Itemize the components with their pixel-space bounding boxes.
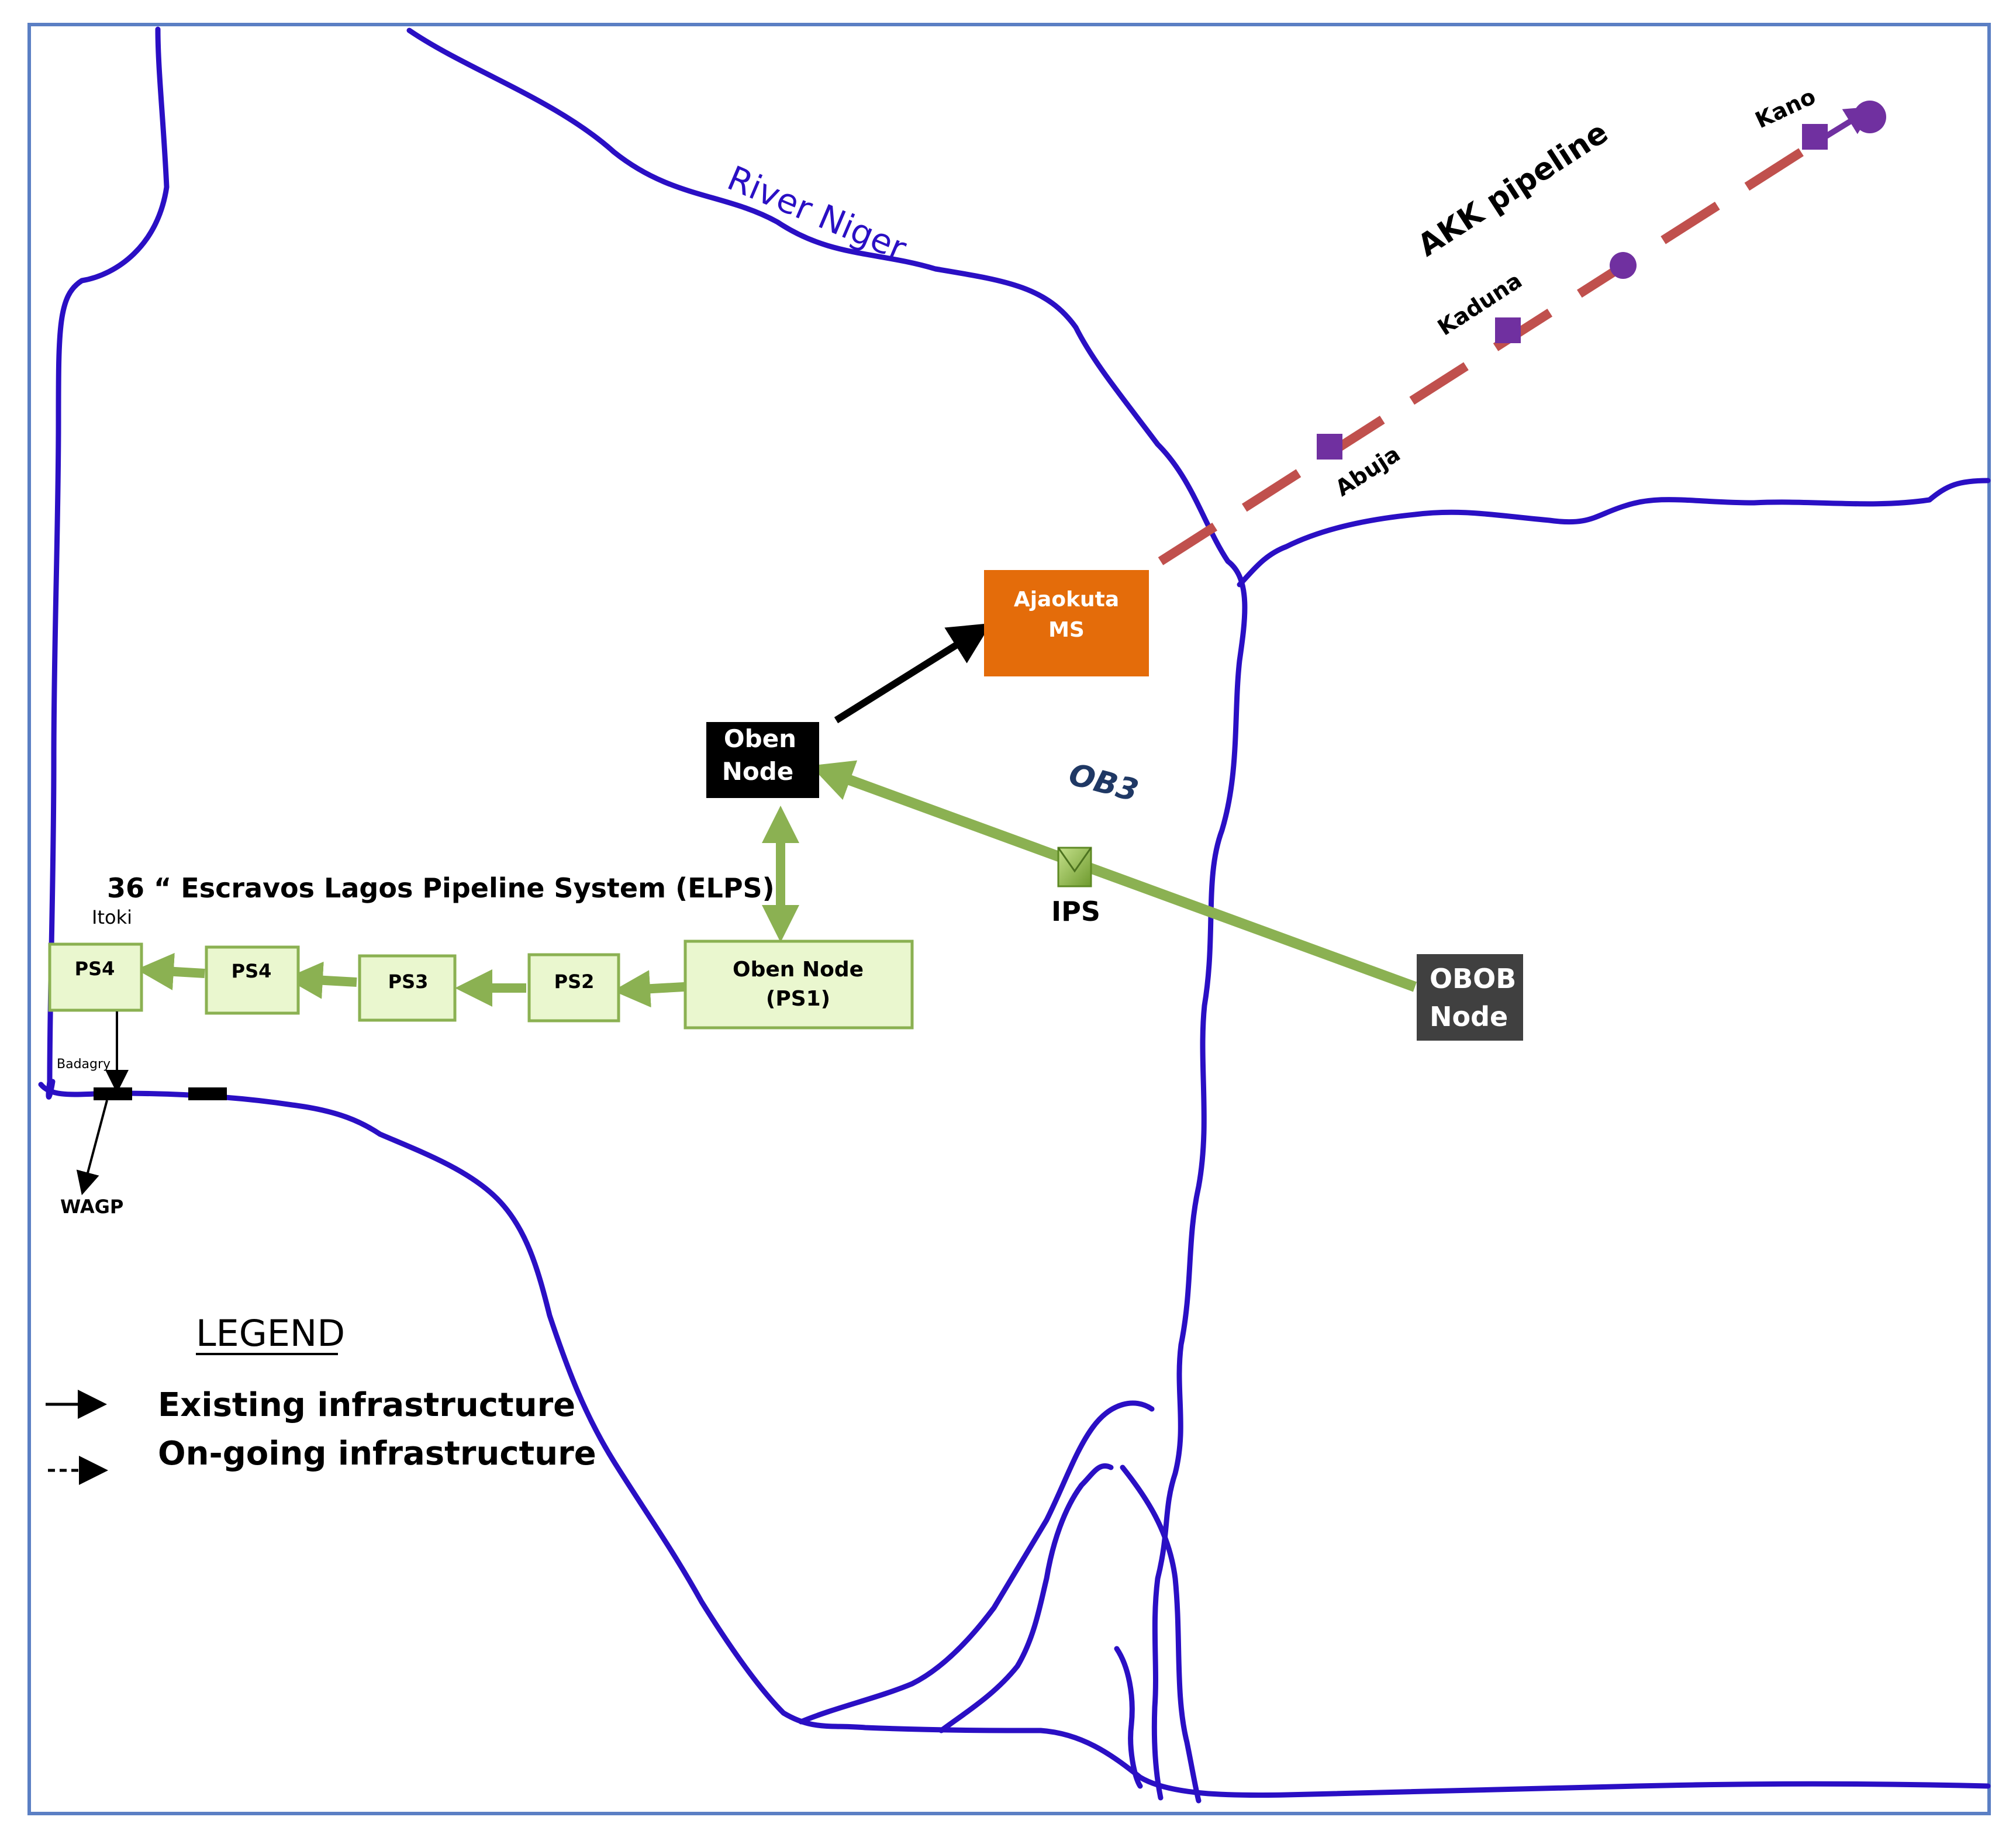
- obob-node-box: [1417, 954, 1523, 1041]
- badagry-terminal-marker: [94, 1087, 132, 1100]
- itoki-label: Itoki: [92, 906, 132, 928]
- obob-node-label-line1: OBOB: [1430, 963, 1516, 994]
- akk-pipeline-label: AKK pipeline: [1411, 115, 1614, 264]
- wagp-label: WAGP: [60, 1196, 123, 1218]
- map-frame: [27, 23, 1991, 1815]
- ps1-label-line1: Oben Node: [733, 958, 864, 982]
- badagry-label: Badagry: [57, 1057, 111, 1072]
- ps4b-box: [205, 945, 300, 1015]
- second-terminal-marker: [188, 1087, 227, 1100]
- akk-terminal-node: [1853, 101, 1886, 133]
- ps1-label-line2: (PS1): [766, 987, 830, 1011]
- river-niger-label: River Niger: [722, 158, 912, 268]
- oben-node-label-line1: Oben: [724, 724, 796, 753]
- oben-node-box: [706, 722, 819, 798]
- ps4b-label: PS4: [232, 960, 272, 982]
- river-niger-upper: [406, 27, 1248, 1801]
- ajaokuta-ms-label-line1: Ajaokuta: [1014, 588, 1119, 612]
- obob-node-label-line2: Node: [1430, 1001, 1508, 1032]
- ps2-box: [527, 953, 620, 1023]
- akk-midpoint-marker: [1610, 252, 1637, 279]
- akk-pipeline-line: [1158, 133, 1827, 565]
- ps4b-to-ps4a-arrow: [136, 952, 205, 990]
- ips-marker-detail: [1057, 847, 1092, 873]
- river-delta-c: [1120, 1465, 1202, 1804]
- legend-ongoing-label: On-going infrastructure: [158, 1435, 596, 1473]
- abuja-station-marker: [1317, 434, 1342, 460]
- ajaokuta-ms-box: [984, 570, 1149, 676]
- river-benue: [1237, 478, 1991, 588]
- ps2-label: PS2: [554, 970, 595, 993]
- ps3-to-ps4b-arrow: [285, 961, 357, 999]
- ips-label: IPS: [1051, 896, 1100, 927]
- ob3-pipeline: [810, 760, 1417, 992]
- river-west: [46, 26, 170, 1100]
- ajaokuta-ms-label-line2: MS: [1048, 618, 1085, 642]
- ps4a-label: PS4: [75, 958, 115, 980]
- kaduna-station-marker: [1495, 317, 1521, 343]
- kano-station-marker: [1802, 124, 1828, 150]
- ps4a-box: [48, 942, 143, 1012]
- river-delta-b: [938, 1463, 1114, 1733]
- elps-title: 36 “ Escravos Lagos Pipeline System (ELP…: [107, 872, 775, 904]
- oben-node-label-line2: Node: [722, 757, 794, 786]
- legend-existing-label: Existing infrastructure: [158, 1386, 575, 1424]
- legend-title: LEGEND: [196, 1312, 345, 1355]
- river-network: [38, 26, 1991, 1804]
- akk-pipeline: [1126, 101, 1886, 589]
- legend: LEGEND Existing infrastructure On-going …: [46, 1312, 596, 1485]
- oben-to-ajaokuta-pipeline: [834, 623, 992, 724]
- ps1-to-ps2-arrow: [613, 970, 685, 1008]
- river-delta-a: [798, 1400, 1155, 1725]
- ps1-box: [683, 940, 914, 1030]
- elps-flow-arrows: [136, 952, 685, 1008]
- wagp-line: [76, 1100, 108, 1196]
- river-delta-d: [1114, 1646, 1143, 1789]
- ob3-label: OB3: [1065, 757, 1142, 809]
- pump-stations: Oben Node (PS1) PS2 PS3 PS4 PS4: [48, 940, 914, 1030]
- river-southwest: [38, 1082, 1991, 1798]
- ps3-label: PS3: [388, 970, 429, 993]
- ps3-box: [358, 954, 457, 1022]
